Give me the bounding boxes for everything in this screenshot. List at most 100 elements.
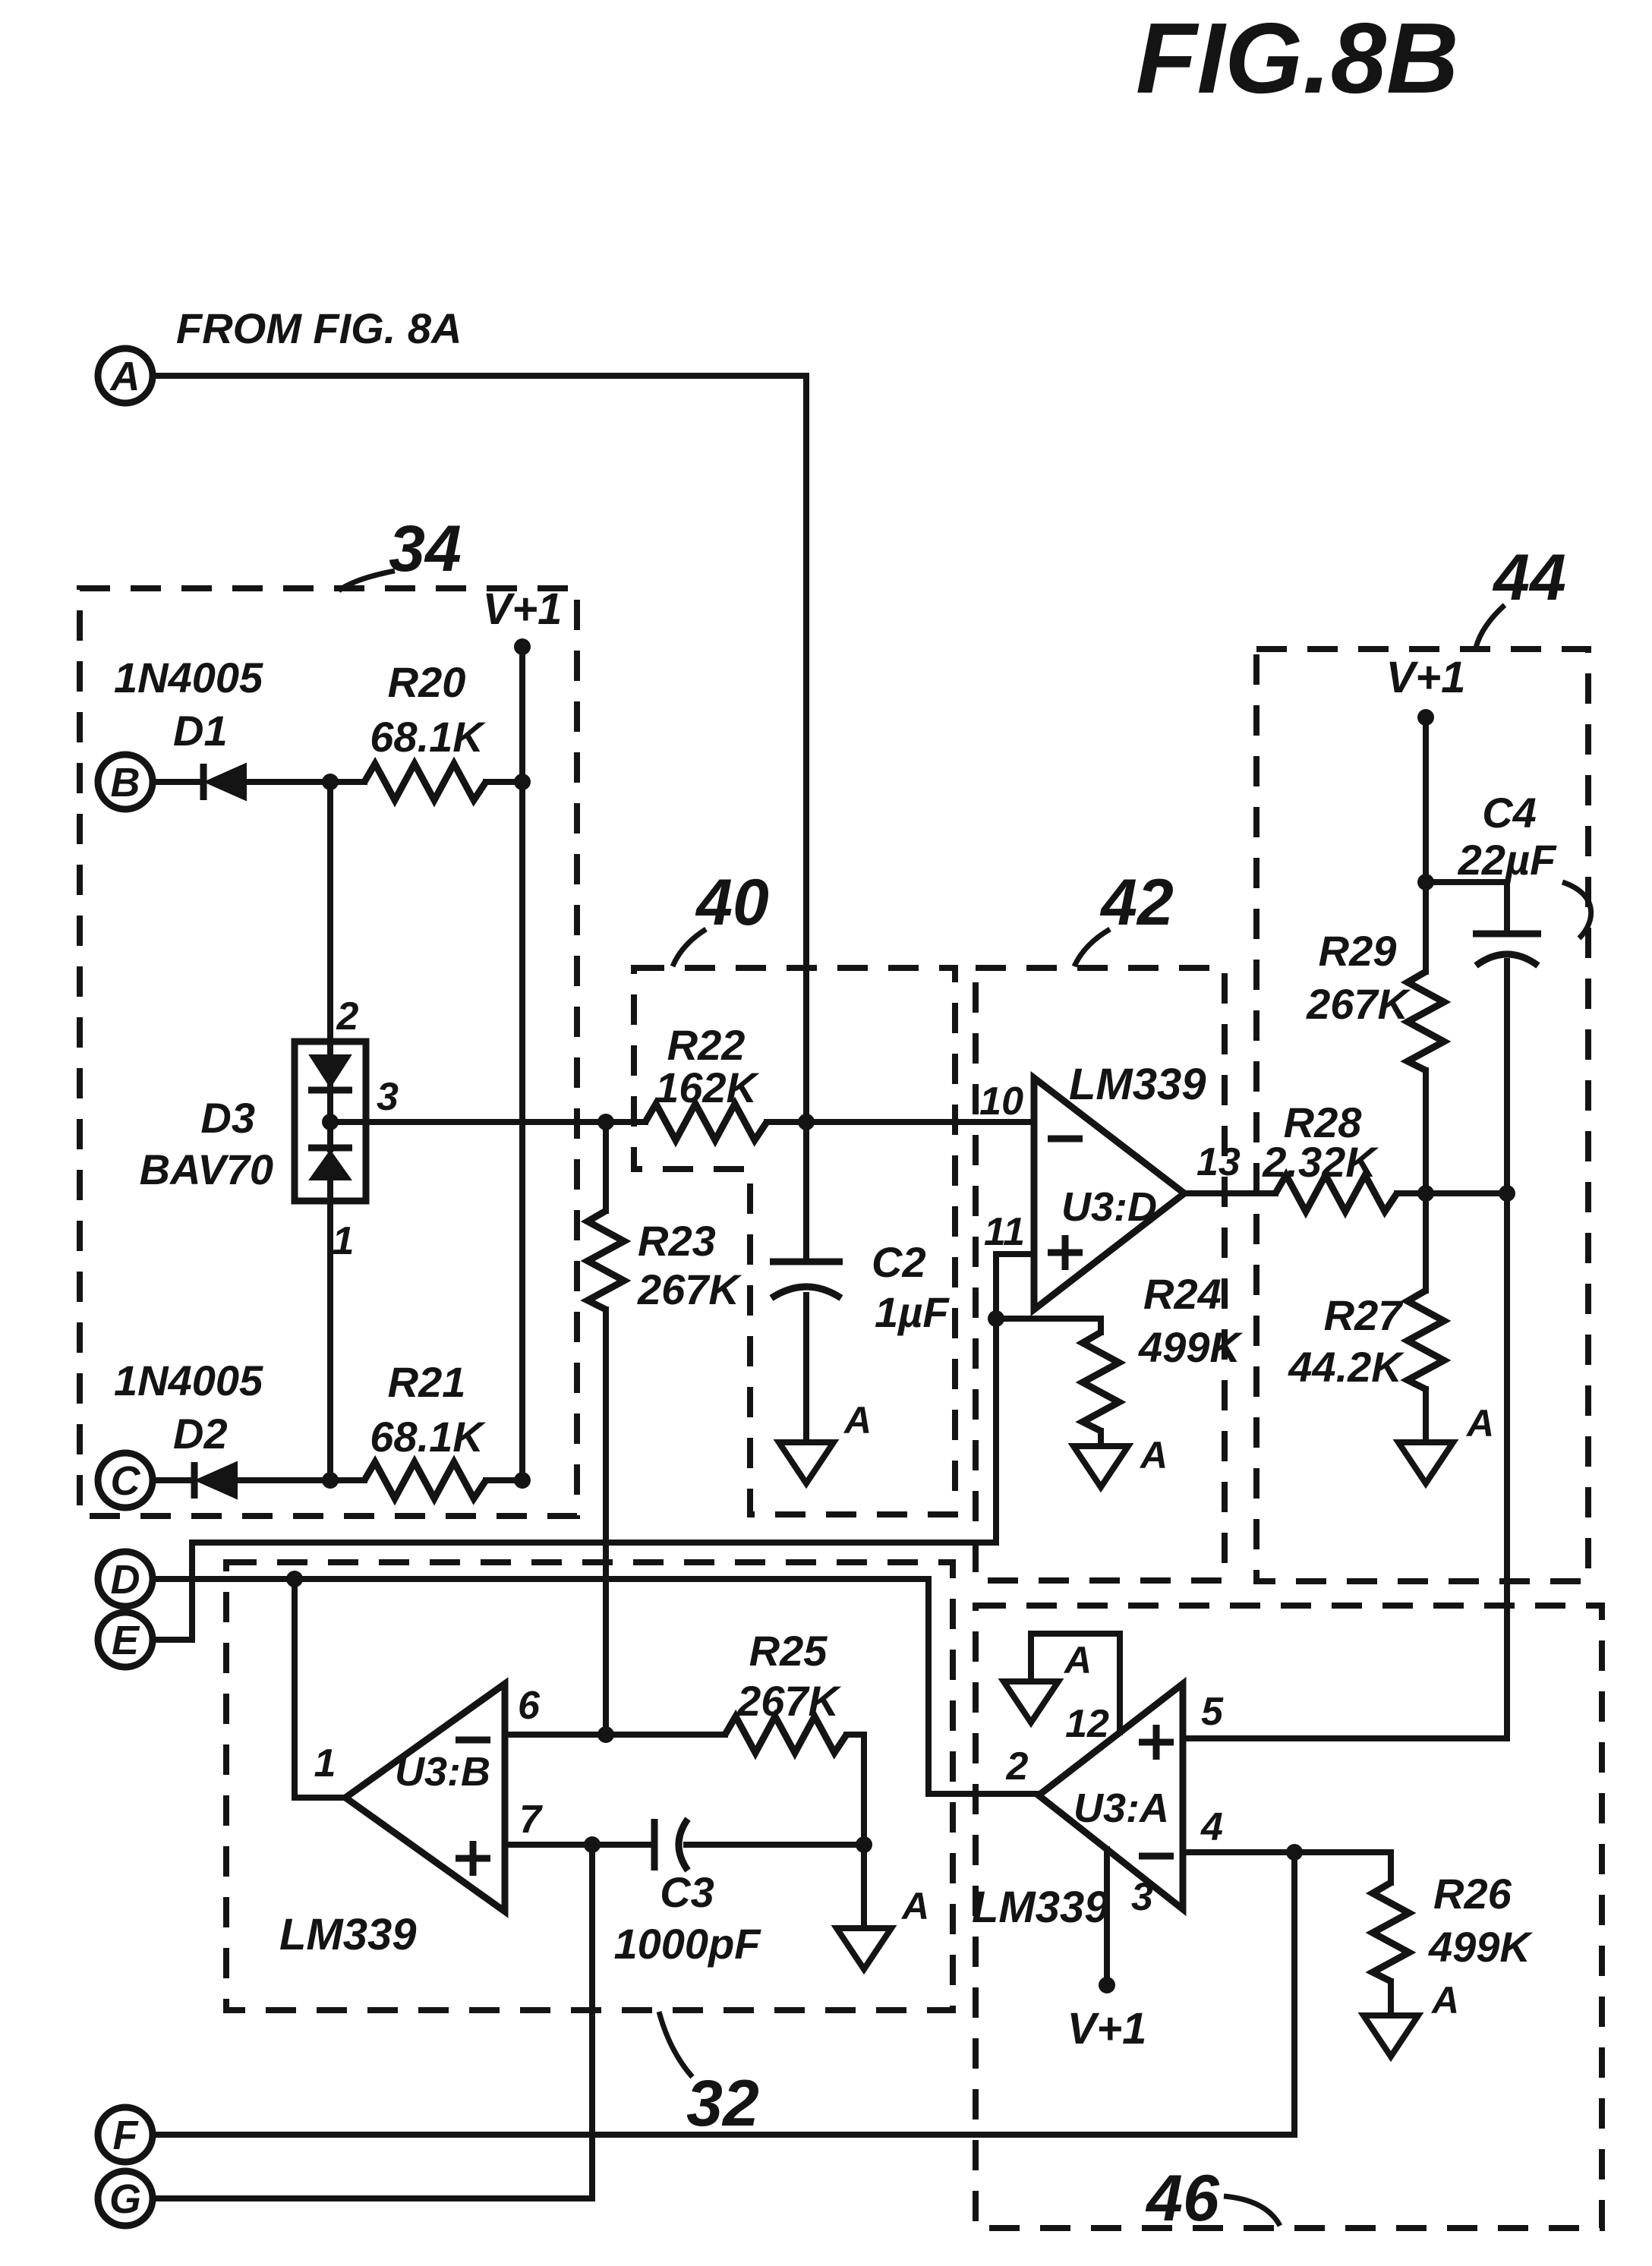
capacitors xyxy=(651,879,1594,1873)
capacitor-c4 xyxy=(1473,879,1594,969)
resistor-r24 xyxy=(1075,1329,1127,1435)
block-32-label: 32 xyxy=(686,2067,759,2140)
r28-ref-label: R28 xyxy=(1284,1098,1363,1146)
r23-ref-label: R23 xyxy=(638,1217,716,1265)
block-46-leader xyxy=(1223,2193,1283,2227)
diode-d2 xyxy=(191,1461,238,1500)
r27-ref-label: R27 xyxy=(1324,1291,1405,1339)
net-f-to-pin4 xyxy=(150,1849,1297,2138)
ground-r26 xyxy=(1357,2012,1424,2063)
u3d-ic-label: LM339 xyxy=(1069,1060,1206,1109)
comparator-u3b xyxy=(339,1677,509,1918)
net-a-input xyxy=(150,373,809,1125)
gnd-label-pin12: A xyxy=(1063,1639,1092,1681)
text-labels: FIG.8B FROM FIG. 8A V+1 V+1 V+1 1N4005 D… xyxy=(114,2,1557,2053)
c4-value-label: 22µF xyxy=(1458,836,1558,884)
r20-value-label: 68.1K xyxy=(370,713,486,761)
net-c4-top xyxy=(1423,879,1510,937)
ground-r27 xyxy=(1392,1439,1459,1489)
connector-d-circle xyxy=(94,1548,156,1610)
block-42-outline xyxy=(973,965,1228,1584)
u3a-pin12-label: 12 xyxy=(1065,1702,1109,1746)
r26-value-label: 499K xyxy=(1428,1923,1533,1971)
c3-value-label: 1000pF xyxy=(614,1920,762,1968)
vplus1-label-block34: V+1 xyxy=(483,585,563,634)
connector-e-circle xyxy=(94,1609,156,1671)
connector-b-label: B xyxy=(111,760,140,805)
net-c4-bottom-to-pin5 xyxy=(1180,958,1510,1741)
vplus1-label-u3a: V+1 xyxy=(1067,2004,1147,2053)
diodes xyxy=(191,762,370,1500)
u3b-ic-label: LM339 xyxy=(279,1910,417,1959)
block-46-label: 46 xyxy=(1145,2162,1220,2235)
u3d-pin13-label: 13 xyxy=(1196,1140,1241,1184)
d1-ref-label: D1 xyxy=(173,707,228,755)
block-34-label: 34 xyxy=(389,512,462,585)
junction-dots xyxy=(286,638,1515,1993)
u3d-pin11-label: 11 xyxy=(984,1210,1025,1254)
resistor-r23 xyxy=(580,1208,632,1313)
net-pin4-r26 xyxy=(1180,1849,1394,2019)
resistor-r22 xyxy=(642,1096,770,1148)
vplus1-label-block44: V+1 xyxy=(1386,653,1466,702)
resistor-r29 xyxy=(1400,969,1452,1074)
r29-ref-label: R29 xyxy=(1319,927,1397,975)
resistor-r20 xyxy=(361,756,489,808)
block-34-outline xyxy=(77,585,580,1519)
r25-ref-label: R25 xyxy=(749,1627,828,1675)
u3a-ref-label: U3:A xyxy=(1073,1785,1169,1831)
u3a-plus-symbol xyxy=(1139,1725,1174,1760)
net-d-wired-or xyxy=(150,1576,1042,1797)
block-40-outline xyxy=(631,965,958,1517)
resistor-r26 xyxy=(1365,1880,1417,1985)
block-42-leader xyxy=(1071,926,1111,968)
u3d-plus-symbol xyxy=(1048,1235,1083,1270)
u3b-ref-label: U3:B xyxy=(395,1749,490,1795)
sheet-connectors: A B C D E F G xyxy=(94,345,156,2230)
r29-value-label: 267K xyxy=(1306,980,1411,1028)
connector-g-circle xyxy=(94,2167,156,2230)
resistor-r27 xyxy=(1400,1287,1452,1393)
capacitor-c2 xyxy=(769,1258,843,1301)
u3d-pin10-label: 10 xyxy=(979,1079,1023,1124)
connector-c-circle xyxy=(94,1449,156,1511)
connector-b-circle xyxy=(94,751,156,813)
connector-e-label: E xyxy=(112,1618,140,1663)
connector-f-label: F xyxy=(113,2113,140,2158)
net-u3b-output-branch xyxy=(292,1576,348,1801)
capacitor-c3 xyxy=(651,1817,691,1873)
block-44-label: 44 xyxy=(1492,541,1566,614)
comparator-u3a xyxy=(1032,1676,1187,1917)
diode-d3-dual xyxy=(291,1038,370,1205)
comparators xyxy=(339,1070,1190,1918)
r24-value-label: 499K xyxy=(1138,1323,1243,1371)
d3-pin2-label: 2 xyxy=(336,994,359,1038)
block-32-leader xyxy=(656,2011,695,2079)
r27-value-label: 44.2K xyxy=(1288,1343,1405,1391)
r24-ref-label: R24 xyxy=(1143,1270,1222,1318)
d3-pin1-label: 1 xyxy=(333,1219,355,1263)
net-pin12-gnd xyxy=(1028,1631,1123,1735)
u3a-pin3-label: 3 xyxy=(1131,1875,1153,1919)
d2-part-label: 1N4005 xyxy=(114,1357,263,1404)
r20-ref-label: R20 xyxy=(388,658,466,706)
d3-ref-label: D3 xyxy=(200,1094,255,1142)
block-34-leader xyxy=(336,568,396,593)
d1-part-label: 1N4005 xyxy=(114,654,263,701)
connector-f-circle xyxy=(94,2104,156,2166)
c2-value-label: 1µF xyxy=(875,1288,950,1336)
gnd-label-r27: A xyxy=(1465,1402,1494,1445)
resistor-r25 xyxy=(722,1709,850,1760)
connector-g-label: G xyxy=(109,2176,141,2222)
block-40-leader xyxy=(670,927,708,968)
r26-ref-label: R26 xyxy=(1433,1870,1512,1918)
u3a-pin5-label: 5 xyxy=(1201,1690,1224,1734)
r22-value-label: 162K xyxy=(655,1064,759,1111)
d2-ref-label: D2 xyxy=(173,1410,228,1458)
ground-c3 xyxy=(831,1925,897,1975)
ground-c2 xyxy=(773,1439,840,1489)
u3a-ic-label: LM339 xyxy=(972,1883,1109,1932)
c3-ref-label: C3 xyxy=(660,1868,714,1916)
capacitor-c4-leader xyxy=(1561,879,1594,941)
